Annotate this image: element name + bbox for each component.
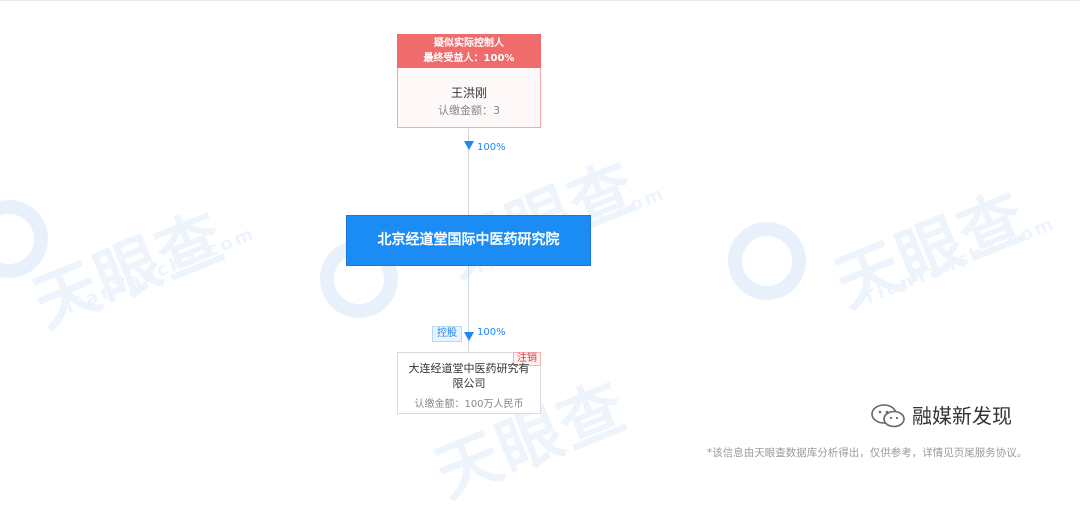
arrow-down-icon (464, 332, 474, 341)
tianyancha-logo-icon (0, 200, 48, 278)
account-brand: 融媒新发现 (912, 404, 1012, 428)
watermark-domain: TianYancha.com (60, 222, 259, 320)
shareholder-name[interactable]: 王洪刚 (450, 86, 487, 100)
shareholder-node[interactable]: 疑似实际控制人 最终受益人：100% 王洪刚 认缴金额：3 (397, 34, 541, 128)
controller-badge: 疑似实际控制人 最终受益人：100% (397, 34, 541, 68)
edge-percent-bottom: 100% (477, 327, 506, 338)
controller-label: 疑似实际控制人 (434, 38, 504, 49)
top-divider (0, 0, 1080, 1)
tianyancha-logo-icon (728, 222, 806, 300)
disclaimer-text: *该信息由天眼查数据库分析得出，仅供参考，详情见页尾服务协议。 (707, 447, 1028, 459)
connector-line-bottom (468, 266, 469, 352)
shareholder-amount: 认缴金额：3 (438, 104, 500, 117)
arrow-down-icon (464, 141, 474, 150)
wechat-icon (871, 404, 905, 428)
center-company-node[interactable]: 北京经道堂国际中医药研究院 (346, 215, 591, 266)
subsidiary-name[interactable]: 大连经道堂中医药研究有限公司 (408, 362, 530, 390)
watermark-domain: TianYancha.com (860, 212, 1059, 310)
subsidiary-node[interactable]: 注销 大连经道堂中医药研究有限公司 认缴金额：100万人民币 (397, 352, 541, 414)
edge-percent-top: 100% (477, 142, 506, 153)
watermark-text: 天眼查 (23, 199, 235, 343)
watermark-text: 天眼查 (825, 179, 1037, 323)
connector-line-top (468, 128, 469, 215)
beneficiary-label: 最终受益人：100% (423, 53, 515, 64)
subsidiary-amount: 认缴金额：100万人民币 (414, 399, 524, 410)
cancelled-badge: 注销 (513, 352, 541, 366)
holding-tag: 控股 (432, 326, 462, 342)
